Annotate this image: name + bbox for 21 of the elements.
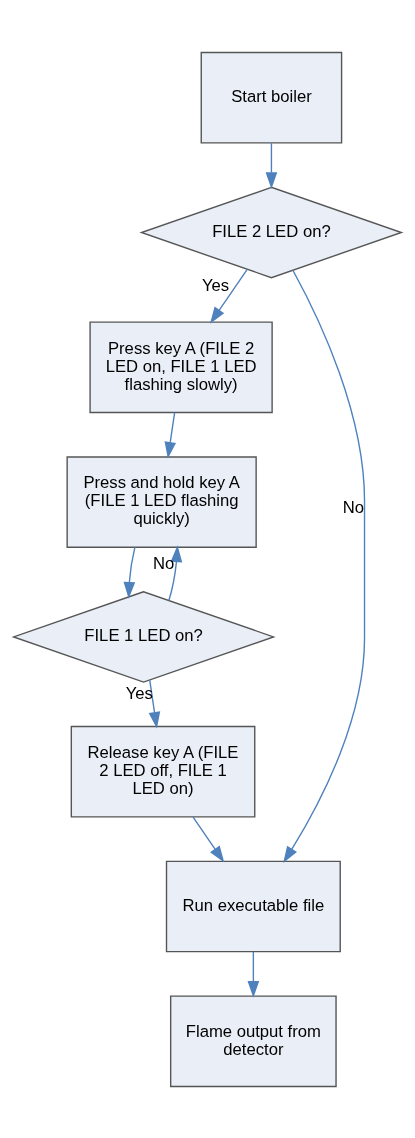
arrow	[123, 546, 136, 599]
node-diamond: FILE 1 LED on?	[11, 590, 276, 683]
edge-label: Yes	[201, 275, 230, 295]
arrow	[164, 411, 177, 459]
arrow	[265, 141, 278, 189]
arrow	[148, 678, 161, 729]
node-box: Start boiler	[200, 51, 343, 144]
edge-label: Yes	[125, 683, 153, 702]
edge-label: No	[153, 553, 175, 573]
arrow	[283, 269, 366, 863]
arrow	[247, 950, 260, 998]
arrow	[192, 815, 225, 863]
arrow	[168, 544, 183, 601]
node-box: Run executable file	[165, 860, 341, 952]
node-box: Flame output from detector	[169, 994, 337, 1087]
node-box: Release key A (FILE 2 LED off, FILE 1 LED on)	[70, 725, 256, 818]
arrow	[210, 268, 248, 324]
node-box: Press and hold key A (FILE 1 LED flashing quickly)	[66, 455, 257, 548]
edge-label: No	[342, 497, 365, 517]
node-diamond: FILE 2 LED on?	[139, 186, 404, 278]
node-box: Press key A (FILE 2 LED on, FILE 1 LED flashing slowly)	[89, 320, 273, 413]
